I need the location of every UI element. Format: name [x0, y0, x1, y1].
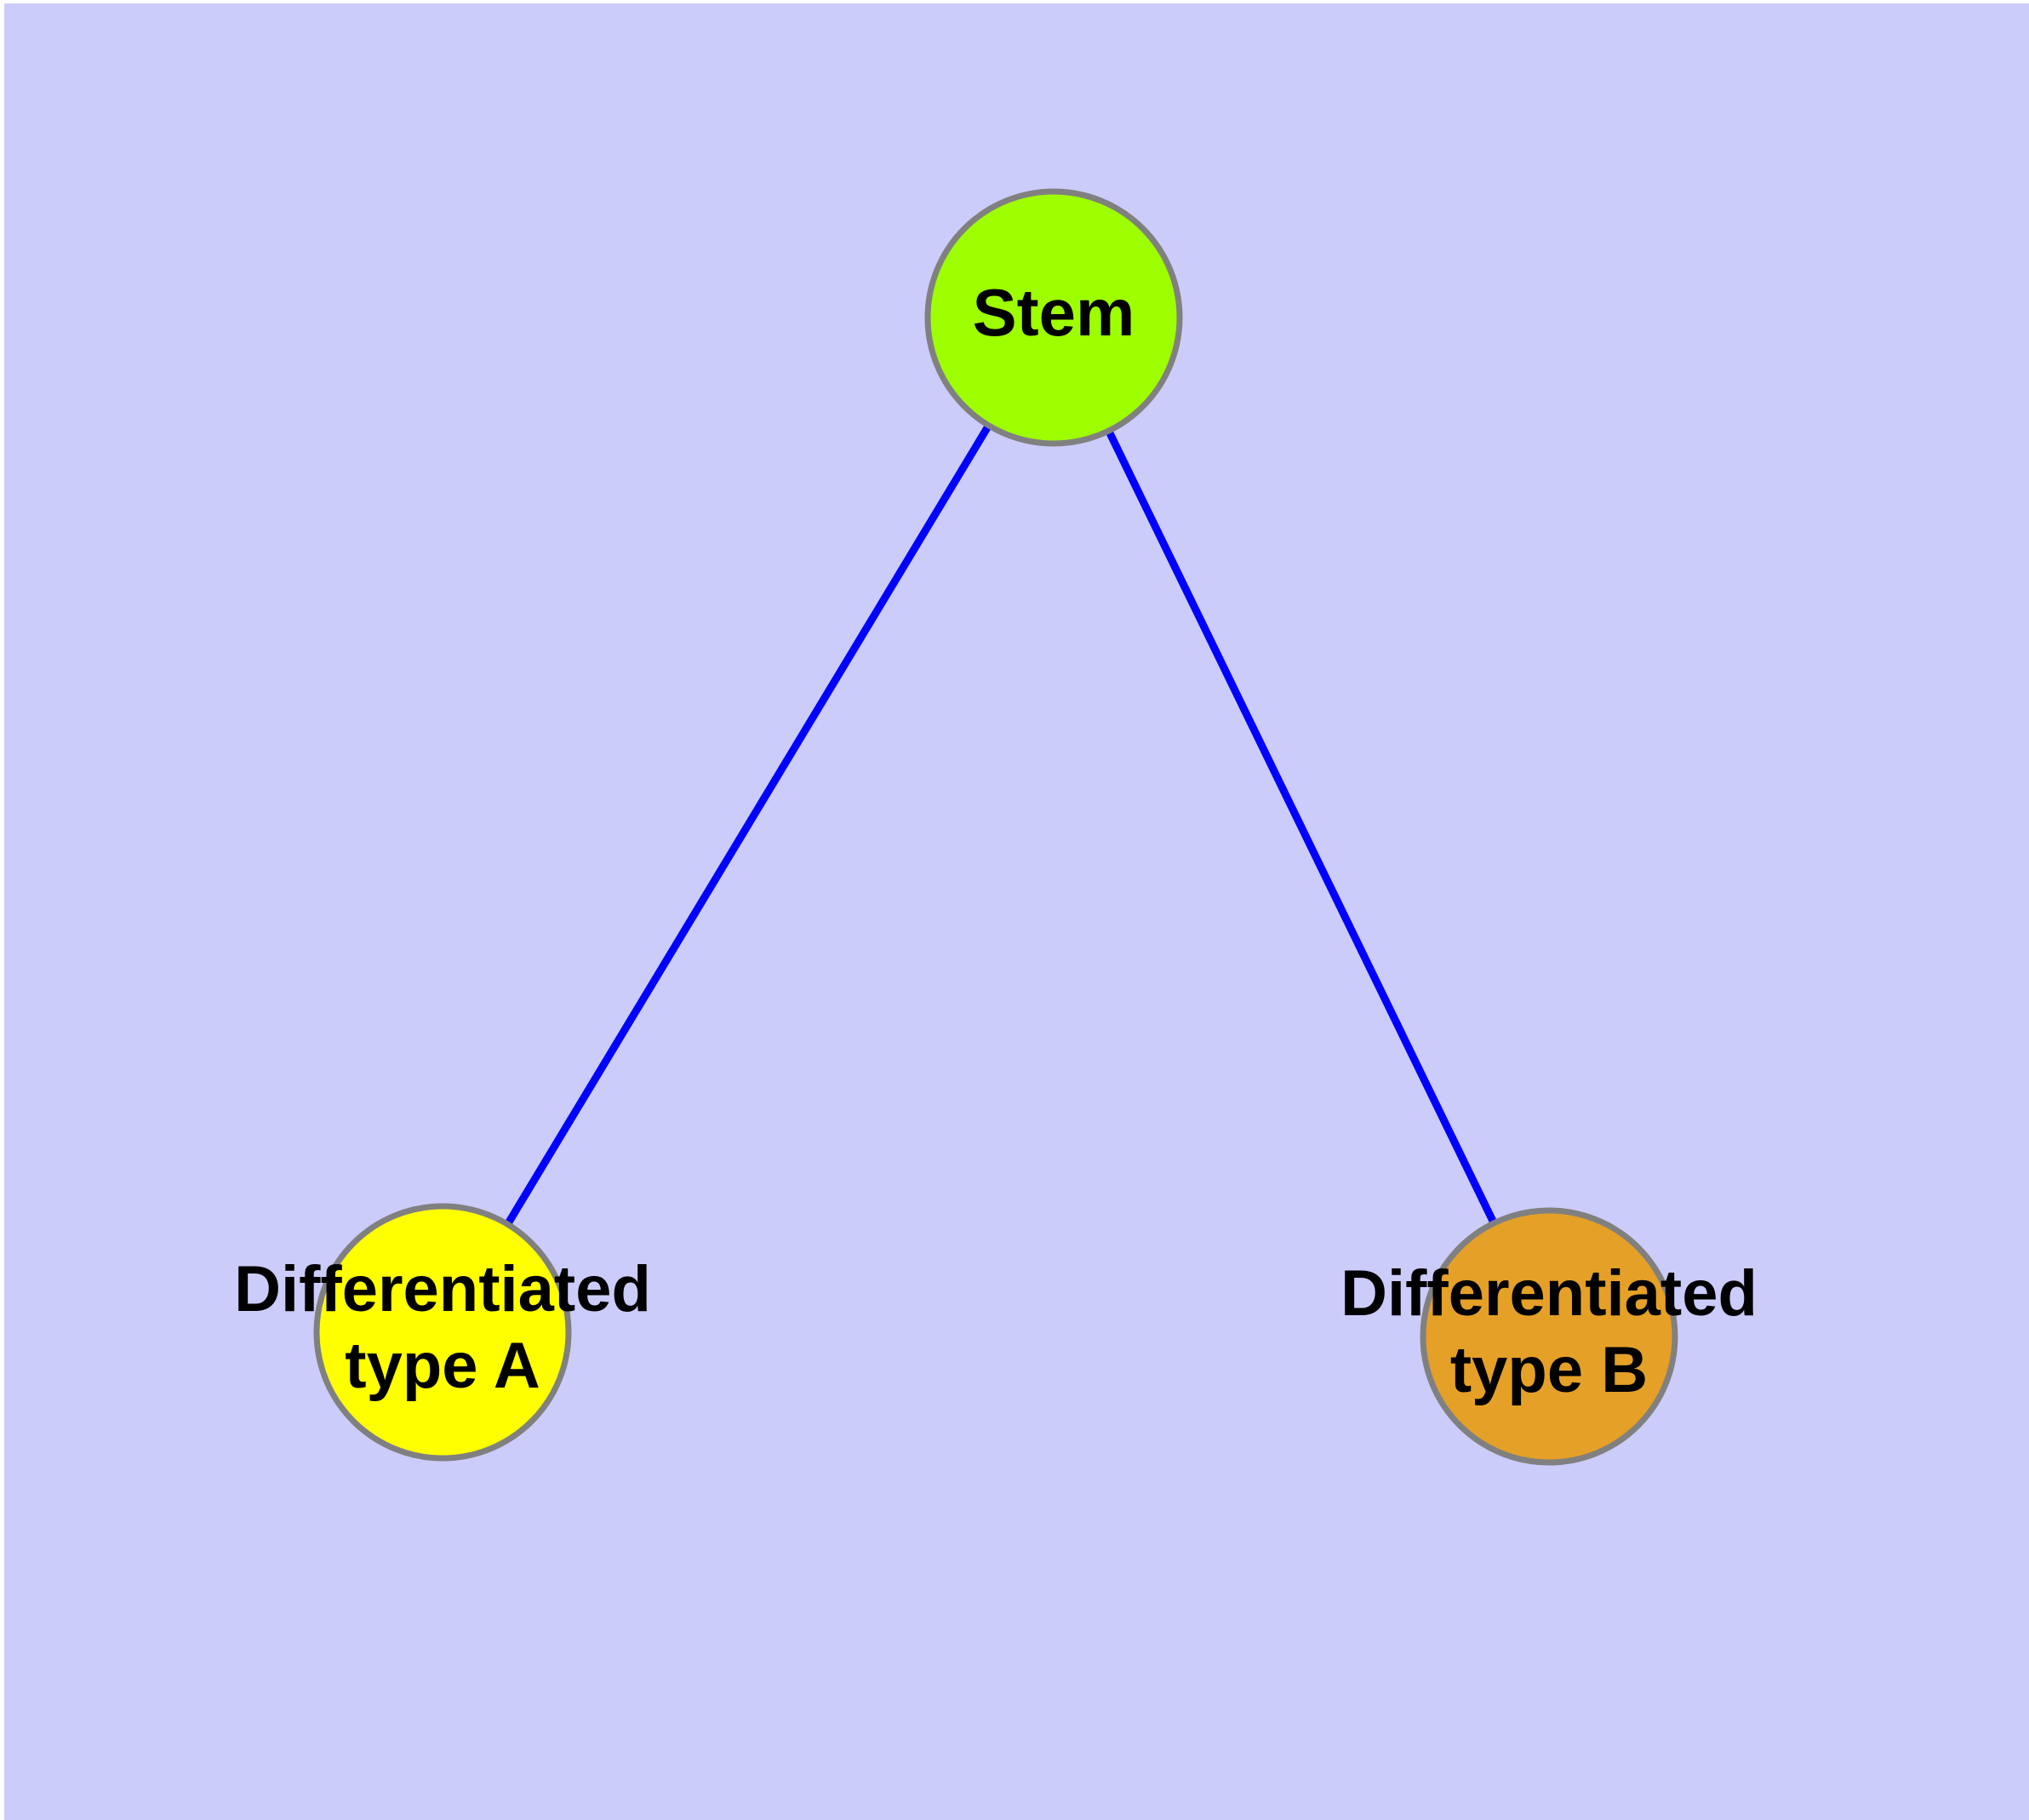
node-label-line: type A — [345, 1330, 540, 1402]
node-label-stem: Stem — [973, 275, 1135, 350]
node-circle-stem[interactable] — [924, 188, 1183, 447]
node-circle-diff_a[interactable] — [313, 1203, 572, 1462]
node-label-line: type B — [1450, 1334, 1648, 1406]
edge-stem-to-diff_b — [1106, 430, 1497, 1224]
node-label-line: Differentiated — [234, 1253, 651, 1325]
edge-stem-to-diff_a — [505, 425, 992, 1225]
node-label-line: Differentiated — [1340, 1257, 1758, 1330]
node-circle-diff_b[interactable] — [1420, 1207, 1678, 1466]
node-stem[interactable]: Stem — [924, 188, 1183, 447]
node-label-line: Stem — [973, 275, 1135, 350]
edges-layer — [505, 425, 1497, 1225]
